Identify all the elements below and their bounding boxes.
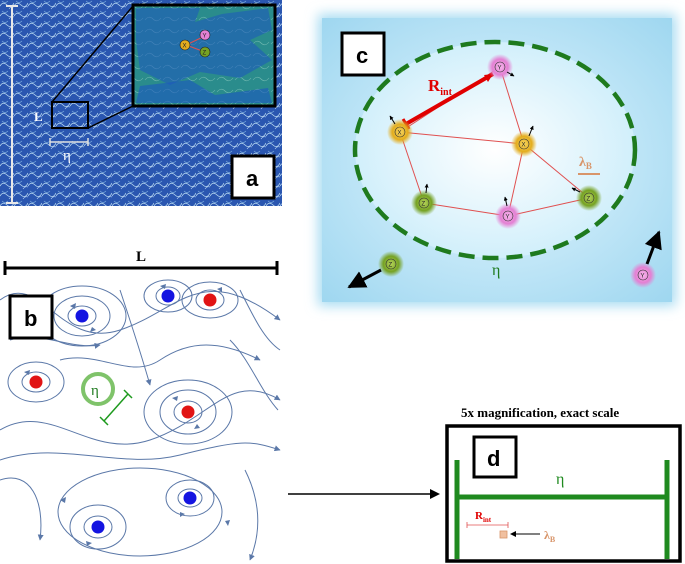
vortex-positive — [29, 375, 43, 389]
panel-a-label-box — [230, 154, 276, 200]
eta-label-c: η — [492, 262, 500, 279]
eta-ring — [81, 372, 115, 406]
svg-text:Z: Z — [587, 197, 591, 203]
particle-y-outside: Y — [630, 230, 662, 288]
particle-z-left: Z — [411, 183, 437, 216]
svg-text:X: X — [183, 44, 187, 50]
panel-a-label: a — [246, 166, 259, 191]
radius-label-d: Rint — [475, 510, 492, 524]
panel-b-label: b — [24, 306, 37, 331]
particle-z-outside: Z — [347, 251, 404, 289]
svg-text:Y: Y — [203, 34, 207, 40]
svg-text:Y: Y — [506, 215, 510, 221]
interaction-radius-arrow — [405, 72, 494, 126]
lambda-label-d: λB — [544, 528, 556, 544]
width-label: L — [136, 249, 146, 265]
panel-d-label: d — [487, 446, 500, 471]
particle-x-left: X — [387, 115, 413, 145]
vortex-negative — [161, 289, 175, 303]
lambda-box — [499, 530, 508, 539]
panel-b-label-box — [8, 294, 54, 340]
zoom-region — [51, 101, 89, 129]
lambda-label: λB — [579, 155, 592, 171]
panel-c: Rint λB η Y X X Z — [318, 14, 676, 306]
panel-c-label: c — [356, 43, 368, 68]
vortex-negative — [183, 491, 197, 505]
zoom-size-label: L — [34, 109, 43, 124]
svg-text:Z: Z — [389, 263, 393, 269]
panel-d: 5x magnification, exact scale η Rint λB … — [445, 405, 682, 563]
vortex-positive — [181, 405, 195, 419]
vortex-positive — [203, 293, 217, 307]
eta-scale-bar — [103, 393, 129, 422]
radius-label: Rint — [428, 76, 453, 98]
svg-text:Z: Z — [203, 51, 207, 57]
panel-c-label-box — [340, 31, 386, 77]
eta-label-d: η — [556, 471, 564, 488]
svg-text:Z: Z — [422, 202, 426, 208]
vortex-negative — [91, 520, 105, 534]
panel-b: L — [0, 249, 281, 561]
svg-text:Y: Y — [498, 66, 502, 72]
svg-text:Y: Y — [641, 274, 645, 280]
flow-arrowheads — [24, 284, 230, 546]
panel-d-label-box — [472, 435, 518, 479]
inset-particle-x: X — [179, 39, 191, 51]
particle-y-bottom: Y — [495, 196, 521, 229]
vortex-negative — [75, 309, 89, 323]
particle-x-right: X — [511, 125, 537, 157]
panel-a: L η X Y Z a — [0, 0, 282, 206]
particle-z-right: Z — [571, 185, 602, 211]
svg-text:X: X — [398, 131, 402, 137]
eta-label-b: η — [91, 383, 99, 399]
inset-particle-y: Y — [199, 29, 211, 41]
panel-d-title: 5x magnification, exact scale — [461, 405, 619, 420]
inset-particle-z: Z — [199, 46, 211, 58]
svg-text:X: X — [522, 143, 526, 149]
particle-y-top: Y — [487, 54, 515, 80]
eta-label-a: η — [63, 148, 71, 164]
